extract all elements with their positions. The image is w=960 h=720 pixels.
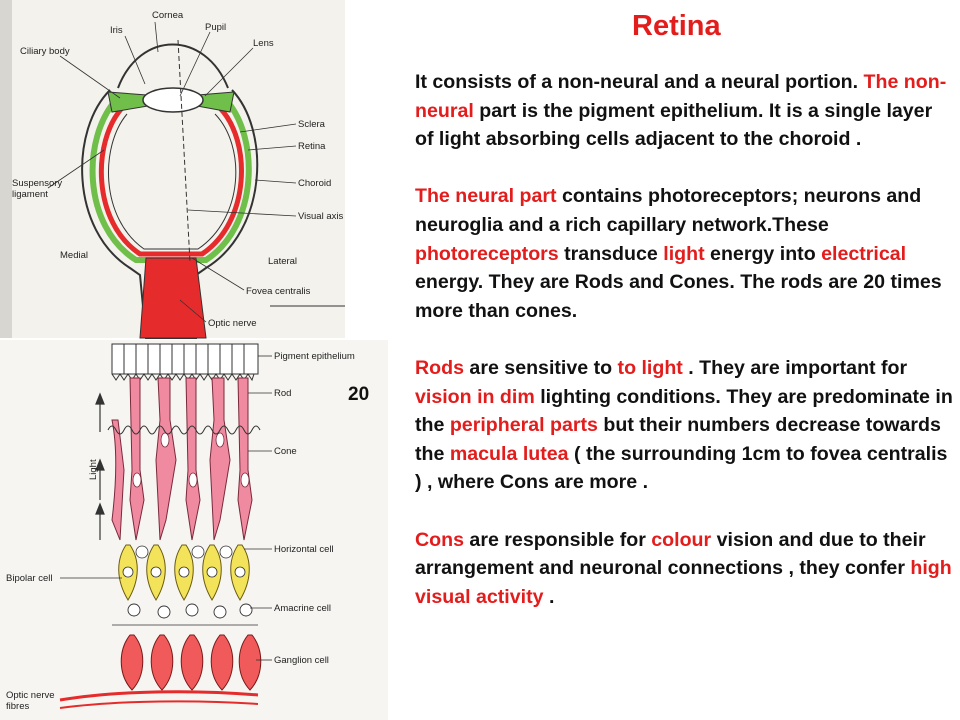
- paragraph-neural-part: The neural part contains photoreceptors;…: [415, 182, 955, 325]
- text-segment: are responsible for: [463, 528, 652, 551]
- label-choroid: Choroid: [298, 178, 331, 189]
- text-segment: It consists of a non-neural and a neural…: [415, 71, 864, 93]
- highlighted-term: The non-neural: [415, 71, 947, 122]
- label-bipolar-cell: Bipolar cell: [6, 573, 52, 584]
- text-segment: . They are important for: [682, 356, 908, 379]
- text-segment: contains photoreceptors; neurons and neu…: [415, 185, 922, 236]
- text-segment: but their numbers decrease towards the: [415, 414, 941, 465]
- page-number: 20: [348, 384, 370, 405]
- highlighted-term: high visual activity: [415, 557, 952, 608]
- label-retina: Retina: [298, 141, 326, 152]
- label-suspensory: Suspensory: [12, 178, 62, 189]
- photoreceptor-cells: [111, 377, 253, 541]
- label-ganglion-cell: Ganglion cell: [274, 655, 329, 666]
- text-segment: energy into: [704, 242, 822, 265]
- body-text: It consists of a non-neural and a neural…: [415, 68, 955, 611]
- highlighted-term: to light: [617, 356, 683, 379]
- label-lens: Lens: [253, 38, 274, 49]
- label-visual-axis: Visual axis: [298, 211, 343, 222]
- label-amacrine-cell: Amacrine cell: [274, 603, 331, 614]
- text-segment: part is the pigment epithelium. It is a …: [415, 99, 933, 151]
- cornea-shape: [117, 43, 229, 89]
- text-segment: are sensitive to: [463, 356, 618, 379]
- label-light: Light: [88, 459, 99, 480]
- highlighted-term: macula lutea: [449, 442, 569, 465]
- eye-diagram: Cornea Iris Pupil Lens Ciliary body Scle…: [12, 10, 343, 339]
- label-fovea-centralis: Fovea centralis: [246, 286, 311, 297]
- label-fibres: fibres: [6, 701, 29, 712]
- label-pigment-epithelium: Pigment epithelium: [274, 351, 355, 362]
- optic-nerve-shape: [139, 257, 207, 339]
- text-segment: lighting conditions. They are predominat…: [415, 385, 953, 437]
- label-iris: Iris: [110, 25, 123, 36]
- label-sclera: Sclera: [298, 119, 326, 130]
- amacrine-cells: [127, 603, 253, 619]
- highlighted-term: colour: [651, 528, 712, 551]
- label-ligament: ligament: [12, 189, 48, 200]
- label-ciliary-body: Ciliary body: [20, 46, 70, 57]
- text-segment: energy. They are Rods and Cones. The rod…: [415, 271, 942, 322]
- highlighted-term: electrical: [821, 242, 907, 265]
- label-rod: Rod: [274, 388, 291, 399]
- label-pupil: Pupil: [205, 22, 226, 33]
- highlighted-term: vision in dim: [415, 385, 535, 408]
- retina-figure: Cornea Iris Pupil Lens Ciliary body Scle…: [0, 0, 388, 720]
- highlighted-term: photoreceptors: [415, 242, 559, 265]
- pigment-epithelium-row: [111, 343, 259, 382]
- label-lateral: Lateral: [268, 256, 297, 267]
- label-medial: Medial: [60, 250, 88, 261]
- text-segment: .: [543, 585, 555, 608]
- ganglion-cells: [120, 634, 262, 691]
- label-optic-nerve-fibres: Optic nerve: [6, 690, 55, 701]
- highlighted-term: Cons: [415, 528, 464, 551]
- page-edge: [0, 0, 12, 338]
- retina-layers-diagram: Light Pigment epithelium Rod Cone Horizo…: [6, 343, 355, 712]
- paragraph-rods: Rods are sensitive to to light . They ar…: [415, 354, 955, 497]
- slide-title: Retina: [632, 10, 721, 42]
- text-segment: ( the surrounding 1cm to fovea centralis…: [415, 442, 948, 494]
- label-cornea: Cornea: [152, 10, 184, 21]
- highlighted-term: peripheral parts: [449, 414, 598, 437]
- highlighted-term: The neural part: [415, 185, 557, 208]
- label-horizontal-cell: Horizontal cell: [274, 544, 334, 555]
- paragraph-cones: Cons are responsible for colour vision a…: [415, 526, 955, 612]
- lens-shape: [142, 87, 204, 113]
- label-cone: Cone: [274, 446, 297, 457]
- light-arrows: [95, 392, 105, 540]
- highlighted-term: Rods: [415, 356, 464, 379]
- paragraph-pigment-epithelium: It consists of a non-neural and a neural…: [415, 68, 955, 154]
- label-optic-nerve: Optic nerve: [208, 318, 257, 329]
- text-segment: transduce: [558, 242, 664, 265]
- highlighted-term: light: [663, 242, 705, 265]
- text-segment: vision and due to their arrangement and …: [415, 528, 926, 580]
